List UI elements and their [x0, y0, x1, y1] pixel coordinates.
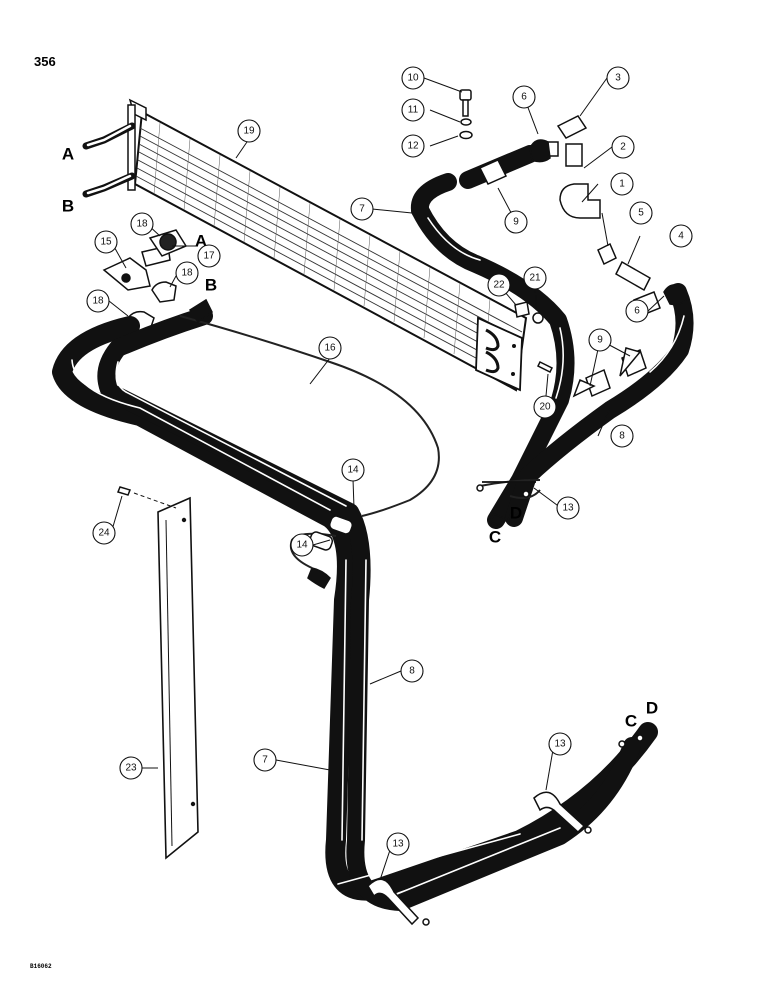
svg-text:23: 23: [125, 763, 137, 774]
letter-c-lower: C: [625, 712, 637, 731]
svg-text:9: 9: [597, 335, 603, 346]
figure-code: B16062: [30, 963, 52, 970]
callout-13-upper: 13: [556, 496, 580, 520]
letter-markers: A B A B C D C D: [62, 145, 658, 731]
svg-text:14: 14: [347, 465, 359, 476]
svg-text:20: 20: [539, 402, 551, 413]
svg-text:15: 15: [100, 237, 112, 248]
svg-text:18: 18: [181, 268, 193, 279]
svg-text:13: 13: [562, 503, 574, 514]
svg-text:6: 6: [634, 306, 640, 317]
callout-11: 11: [401, 98, 425, 122]
letter-c-upper: C: [489, 528, 501, 547]
svg-text:5: 5: [638, 208, 644, 219]
svg-text:16: 16: [324, 343, 336, 354]
svg-text:3: 3: [615, 73, 621, 84]
callout-13-mid: 13: [548, 732, 572, 756]
svg-text:2: 2: [620, 142, 626, 153]
callout-23: 23: [119, 756, 143, 780]
callout-5: 5: [629, 201, 653, 225]
callout-7-bottom: 7: [253, 748, 277, 772]
svg-text:13: 13: [392, 839, 404, 850]
svg-text:8: 8: [409, 666, 415, 677]
callout-19: 19: [237, 119, 261, 143]
callout-20: 20: [533, 395, 557, 419]
oil-cooler: [127, 98, 528, 392]
callout-17: 17: [197, 244, 221, 268]
callout-14-upper: 14: [341, 458, 365, 482]
letter-a-cooler: A: [62, 145, 74, 164]
svg-text:22: 22: [493, 280, 505, 291]
svg-text:13: 13: [554, 739, 566, 750]
callout-12: 12: [401, 134, 425, 158]
svg-text:9: 9: [513, 217, 519, 228]
svg-text:7: 7: [359, 204, 365, 215]
svg-text:21: 21: [529, 273, 541, 284]
svg-text:24: 24: [98, 528, 110, 539]
callout-4: 4: [669, 224, 693, 248]
svg-text:1: 1: [619, 179, 625, 190]
callout-9-top: 9: [504, 210, 528, 234]
svg-text:18: 18: [92, 296, 104, 307]
svg-text:12: 12: [407, 141, 419, 152]
svg-text:6: 6: [521, 92, 527, 103]
hose-highlights: [71, 217, 685, 897]
callout-7-top: 7: [350, 197, 374, 221]
callout-9-right: 9: [588, 328, 612, 352]
callout-6-right: 6: [625, 299, 649, 323]
callout-1: 1: [610, 172, 634, 196]
svg-text:19: 19: [243, 126, 255, 137]
hose-fittings: [188, 139, 687, 748]
callout-14-lower: 14: [290, 533, 314, 557]
callout-18-top: 18: [130, 212, 154, 236]
svg-text:18: 18: [136, 219, 148, 230]
svg-text:11: 11: [408, 105, 419, 116]
callout-21: 21: [523, 266, 547, 290]
letter-d-upper: D: [510, 504, 522, 523]
svg-text:14: 14: [296, 540, 308, 551]
callout-16: 16: [318, 336, 342, 360]
callout-8-right: 8: [610, 424, 634, 448]
svg-text:7: 7: [262, 755, 268, 766]
callout-15: 15: [94, 230, 118, 254]
letter-b-cooler: B: [62, 197, 74, 216]
letter-b-valve: B: [205, 276, 217, 295]
cooler-tubes-highlight: [86, 124, 132, 195]
svg-text:8: 8: [619, 431, 625, 442]
callout-3: 3: [606, 66, 630, 90]
callouts: 1 2 3 4 5 6 6 7 7 8 8 9 9 10 11 12 13 13…: [86, 66, 693, 856]
callout-13-lower: 13: [386, 832, 410, 856]
svg-text:10: 10: [407, 73, 419, 84]
callout-18-left: 18: [86, 289, 110, 313]
callout-2: 2: [611, 135, 635, 159]
hose-clamps: [367, 159, 647, 926]
callout-24: 24: [92, 521, 116, 545]
mounting-bracket: [133, 492, 199, 860]
letter-d-lower: D: [646, 699, 658, 718]
page-number: 356: [34, 54, 56, 69]
svg-text:4: 4: [678, 231, 684, 242]
callout-22: 22: [487, 273, 511, 297]
callout-18-mid: 18: [175, 261, 199, 285]
callout-6-top: 6: [512, 85, 536, 109]
callout-10: 10: [401, 66, 425, 90]
callout-8-lower: 8: [400, 659, 424, 683]
svg-text:17: 17: [203, 251, 215, 262]
